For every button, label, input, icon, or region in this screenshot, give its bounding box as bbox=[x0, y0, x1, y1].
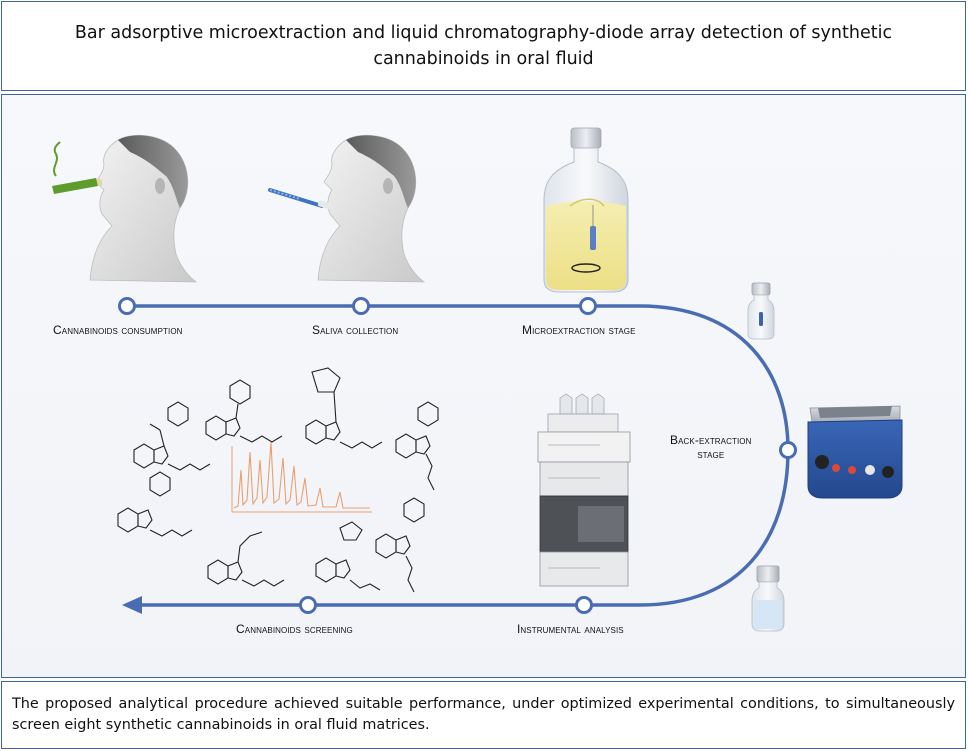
node-instrumental bbox=[575, 596, 593, 614]
node-microextraction bbox=[579, 297, 597, 315]
conclusion-box: The proposed analytical procedure achiev… bbox=[1, 681, 966, 749]
page-title: Bar adsorptive microextraction and liqui… bbox=[74, 23, 893, 69]
label-cannabinoids-consumption: Cannabinoids consumption bbox=[53, 323, 183, 337]
smoking-head-icon bbox=[52, 134, 198, 283]
label-instrumental-analysis: Instrumental analysis bbox=[517, 622, 624, 636]
label-back-extraction-line1: Back-extraction bbox=[670, 433, 752, 447]
node-back-extraction bbox=[779, 441, 797, 459]
ultrasonic-bath-icon bbox=[807, 405, 903, 499]
saliva-swab-head-icon bbox=[268, 134, 426, 283]
stage-nodes bbox=[118, 297, 797, 614]
label-back-extraction-line2: stage bbox=[697, 447, 725, 461]
node-consumption bbox=[118, 297, 136, 315]
title-box: Bar adsorptive microextraction and liqui… bbox=[1, 1, 966, 91]
label-saliva-collection: Saliva collection bbox=[312, 323, 399, 337]
chromatogram-icon bbox=[231, 441, 372, 513]
label-back-extraction: Back-extraction stage bbox=[670, 433, 752, 461]
conclusion-text: The proposed analytical procedure achiev… bbox=[12, 696, 955, 733]
node-saliva bbox=[352, 297, 370, 315]
label-cannabinoids-screening: Cannabinoids screening bbox=[236, 622, 353, 636]
small-vial-large-icon bbox=[751, 565, 785, 632]
extraction-flask-icon bbox=[543, 127, 629, 293]
small-vial-icon bbox=[747, 282, 775, 340]
molecule-structure-icon bbox=[117, 367, 439, 593]
flow-arrowhead bbox=[122, 596, 142, 614]
hplc-instrument-icon bbox=[537, 393, 631, 587]
node-screening bbox=[299, 596, 317, 614]
label-microextraction-stage: Microextraction stage bbox=[522, 323, 636, 337]
